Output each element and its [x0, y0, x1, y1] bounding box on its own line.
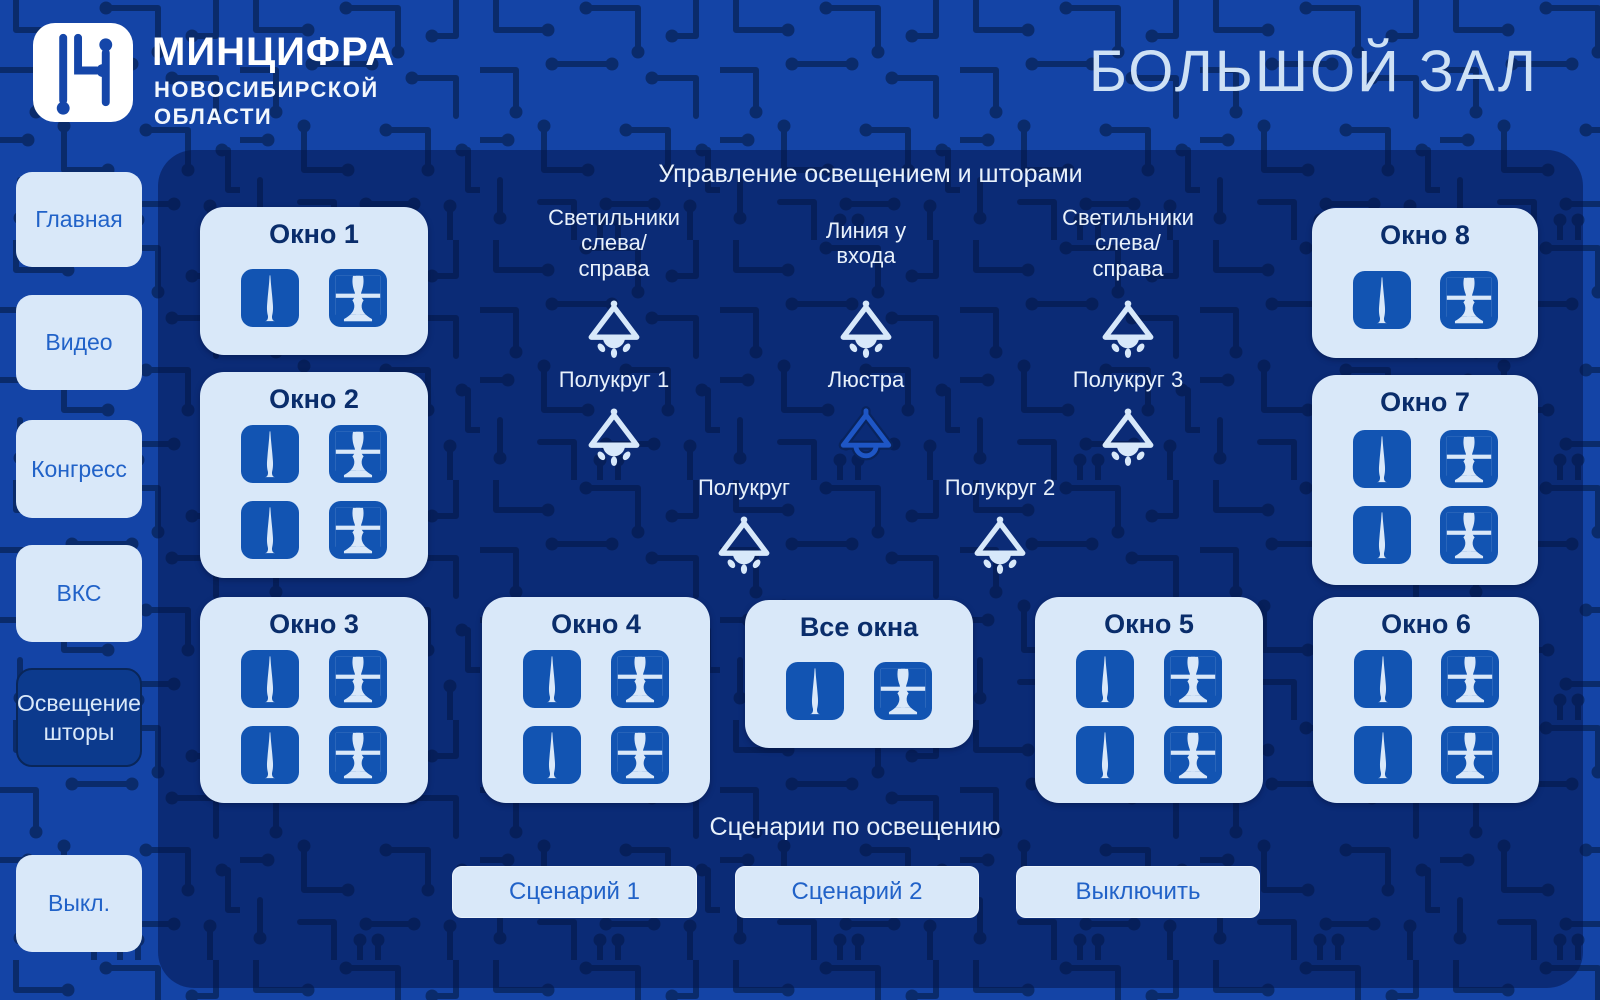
curtain-open-button[interactable]	[1441, 650, 1499, 708]
sidebar-item-kongress[interactable]: Конгресс	[16, 420, 142, 518]
lamp-icon	[1097, 404, 1159, 466]
lamp-icon	[835, 296, 897, 358]
sidebar-item-glavnaya[interactable]: Главная	[16, 172, 142, 267]
scenario-2-button[interactable]: Сценарий 2	[735, 866, 979, 918]
scenario-1-button[interactable]: Сценарий 1	[452, 866, 697, 918]
curtain-close-button[interactable]	[523, 726, 581, 784]
curtain-open-button[interactable]	[874, 662, 932, 720]
curtain-open-button[interactable]	[329, 726, 387, 784]
window-card-title: Окно 4	[551, 609, 641, 639]
curtain-close-button[interactable]	[786, 662, 844, 720]
window-card-okno1: Окно 1	[200, 207, 428, 355]
light-label-svetilniki-right: Светильники слева/ справа	[1062, 205, 1194, 281]
window-card-title: Окно 1	[269, 219, 359, 249]
window-card-title: Окно 7	[1380, 387, 1470, 417]
light-label-lyustra: Люстра	[827, 367, 905, 392]
lamp-icon	[583, 296, 645, 358]
curtain-close-button[interactable]	[1353, 271, 1411, 329]
light-label-polukrug2: Полукруг 2	[944, 475, 1056, 500]
curtain-close-button[interactable]	[1354, 726, 1412, 784]
curtain-open-button[interactable]	[1441, 726, 1499, 784]
light-button-polukrug2[interactable]	[969, 512, 1031, 574]
sidebar-item-video[interactable]: Видео	[16, 295, 142, 390]
curtain-close-button[interactable]	[1354, 650, 1412, 708]
window-card-title: Окно 2	[269, 384, 359, 414]
curtain-open-button[interactable]	[611, 726, 669, 784]
curtain-open-button[interactable]	[329, 501, 387, 559]
sidebar-item-label: Выкл.	[47, 890, 110, 917]
light-label-svetilniki-left: Светильники слева/ справа	[548, 205, 680, 281]
light-button-lyustra[interactable]	[835, 404, 897, 466]
light-label-polukrug: Полукруг	[697, 475, 791, 500]
light-label-polukrug1: Полукруг 1	[558, 367, 670, 392]
curtain-close-button[interactable]	[1353, 506, 1411, 564]
lamp-icon	[583, 404, 645, 466]
window-card-vse-okna: Все окна	[745, 600, 973, 748]
window-card-title: Окно 8	[1380, 220, 1470, 250]
light-button-polukrug[interactable]	[713, 512, 775, 574]
curtain-close-button[interactable]	[1076, 650, 1134, 708]
window-card-okno6: Окно 6	[1313, 597, 1539, 803]
light-button-liniya-u-vkhoda[interactable]	[835, 296, 897, 358]
lamp-icon	[1097, 296, 1159, 358]
panel-title: Управление освещением и шторами	[658, 160, 1083, 188]
curtain-close-button[interactable]	[1076, 726, 1134, 784]
brand-name: МИНЦИФРА	[152, 30, 396, 74]
window-card-okno8: Окно 8	[1312, 208, 1538, 358]
light-button-svetilniki-right[interactable]	[1097, 296, 1159, 358]
curtain-close-button[interactable]	[523, 650, 581, 708]
curtain-close-button[interactable]	[241, 425, 299, 483]
curtain-close-button[interactable]	[241, 650, 299, 708]
sidebar-item-label: ВКС	[56, 580, 102, 607]
brand-region-line2: ОБЛАСТИ	[154, 104, 273, 129]
window-card-title: Окно 5	[1104, 609, 1194, 639]
curtain-open-button[interactable]	[1440, 430, 1498, 488]
sidebar-item-vks[interactable]: ВКС	[16, 545, 142, 642]
lamp-icon	[969, 512, 1031, 574]
curtain-open-button[interactable]	[329, 425, 387, 483]
scenarios-title: Сценарии по освещению	[709, 813, 1001, 841]
sidebar-item-label: Освещение шторы	[17, 689, 141, 745]
brand-region-line1: НОВОСИБИРСКОЙ	[154, 77, 379, 102]
curtain-close-button[interactable]	[241, 269, 299, 327]
window-card-okno2: Окно 2	[200, 372, 428, 578]
curtain-close-button[interactable]	[241, 726, 299, 784]
curtain-open-button[interactable]	[329, 269, 387, 327]
window-card-okno7: Окно 7	[1312, 375, 1538, 585]
curtain-open-button[interactable]	[1440, 506, 1498, 564]
curtain-open-button[interactable]	[1164, 726, 1222, 784]
window-card-okno5: Окно 5	[1035, 597, 1263, 803]
lamp-icon	[835, 404, 897, 466]
lamp-icon	[713, 512, 775, 574]
sidebar-item-vykl[interactable]: Выкл.	[16, 855, 142, 952]
sidebar-item-osveshchenie-shtory[interactable]: Освещение шторы	[16, 668, 142, 767]
window-card-okno4: Окно 4	[482, 597, 710, 803]
window-card-title: Все окна	[799, 612, 919, 642]
window-card-title: Окно 3	[269, 609, 359, 639]
window-card-title: Окно 6	[1381, 609, 1471, 639]
curtain-open-button[interactable]	[329, 650, 387, 708]
lights-off-button[interactable]: Выключить	[1016, 866, 1260, 918]
window-card-okno3: Окно 3	[200, 597, 428, 803]
ministry-logo-glyph	[33, 23, 133, 122]
light-label-liniya-u-vkhoda: Линия у входа	[825, 218, 907, 269]
curtain-close-button[interactable]	[1353, 430, 1411, 488]
curtain-open-button[interactable]	[611, 650, 669, 708]
ministry-logo	[33, 23, 133, 122]
curtain-close-button[interactable]	[241, 501, 299, 559]
curtain-open-button[interactable]	[1440, 271, 1498, 329]
curtain-open-button[interactable]	[1164, 650, 1222, 708]
light-label-polukrug3: Полукруг 3	[1072, 367, 1184, 392]
light-button-polukrug1[interactable]	[583, 404, 645, 466]
page-title: БОЛЬШОЙ ЗАЛ	[1088, 39, 1538, 104]
sidebar-item-label: Видео	[45, 329, 113, 356]
light-button-polukrug3[interactable]	[1097, 404, 1159, 466]
sidebar-item-label: Конгресс	[31, 455, 127, 482]
sidebar-item-label: Главная	[35, 206, 123, 233]
light-button-svetilniki-left[interactable]	[583, 296, 645, 358]
